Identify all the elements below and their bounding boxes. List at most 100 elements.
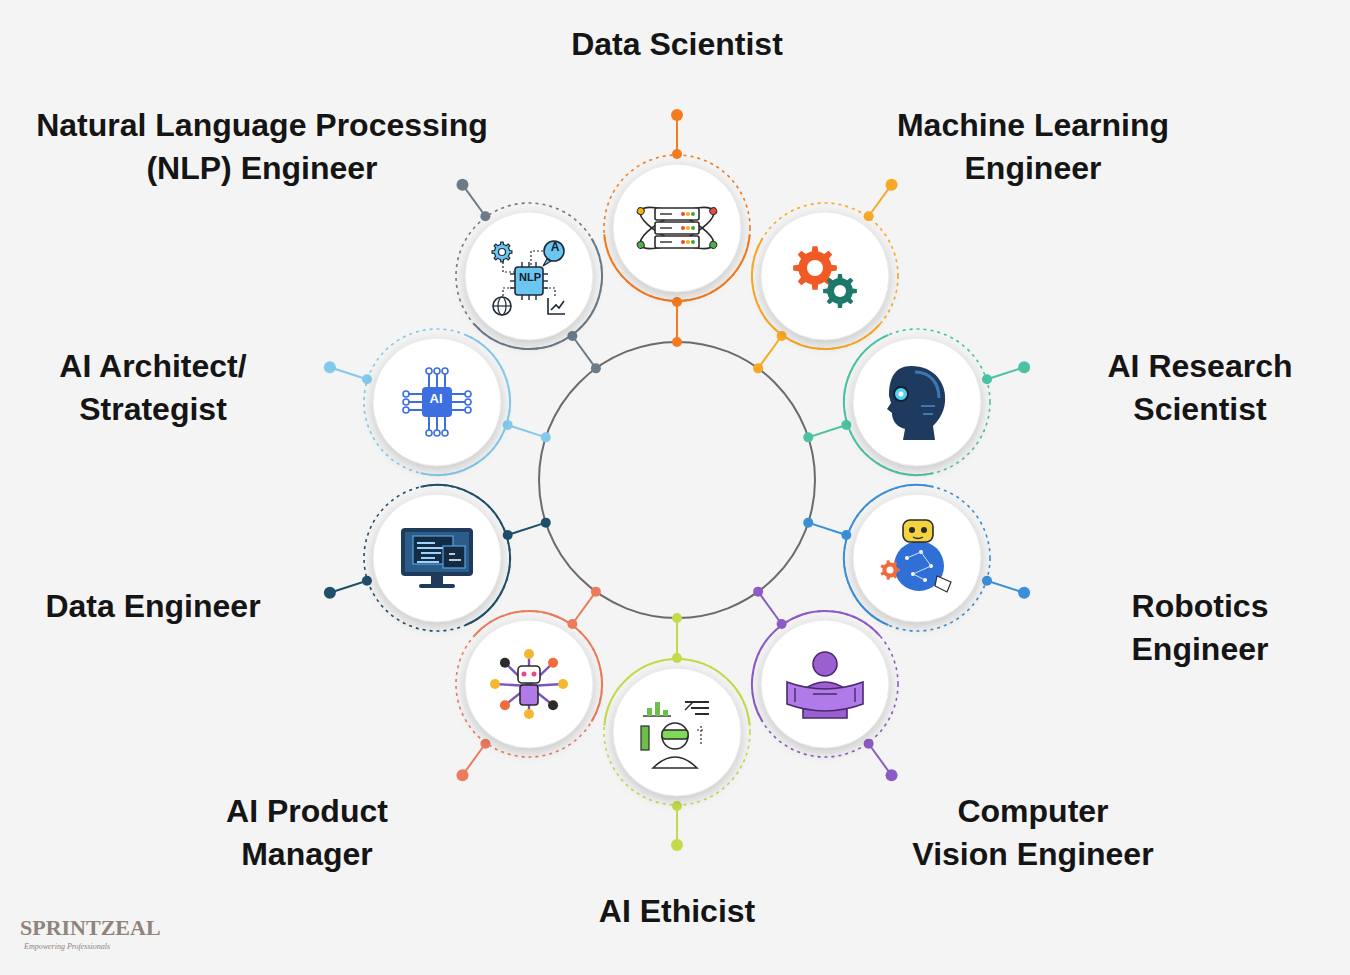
role-icon — [915, 372, 939, 398]
badge-disk — [761, 212, 889, 340]
role-icon — [813, 652, 837, 676]
role-icon — [641, 702, 709, 768]
role-icon — [419, 584, 455, 588]
role-badge — [597, 148, 757, 308]
role-node: AI Ethicist — [597, 652, 757, 812]
role-icon — [409, 409, 422, 411]
role-icon — [655, 208, 699, 220]
role-icon — [436, 374, 438, 387]
role-icon — [635, 199, 718, 256]
role-icon — [686, 212, 690, 216]
role-icon — [431, 576, 443, 584]
spoke-dot — [591, 363, 601, 373]
spoke-dot — [671, 109, 683, 121]
spoke-dot — [753, 363, 763, 373]
role-title: Robotics Engineer — [1100, 585, 1300, 671]
badge-ring — [752, 203, 898, 349]
spoke-dot — [982, 374, 992, 384]
spoke-dot — [591, 587, 601, 597]
role-icon — [465, 399, 471, 405]
role-icon — [795, 688, 855, 702]
role-icon — [524, 709, 534, 719]
role-label: AI Research Scientist — [1085, 345, 1315, 431]
role-node: Natural Language Processing (NLP) Engine… — [449, 196, 609, 356]
role-icon — [697, 726, 705, 746]
role-icon — [655, 222, 699, 234]
role-icon — [524, 649, 534, 659]
spoke-line — [676, 302, 678, 342]
spoke — [753, 179, 897, 374]
role-label: Computer Vision Engineer — [908, 790, 1157, 876]
role-icon — [444, 374, 446, 387]
role-icon — [417, 542, 435, 544]
badge-disk — [761, 620, 889, 748]
spoke-dot — [672, 801, 682, 811]
role-icon — [426, 368, 432, 374]
role-icon — [452, 393, 465, 395]
role-icon — [436, 417, 438, 430]
role-icon — [887, 366, 945, 440]
role-title: AI Ethicist — [527, 890, 827, 933]
role-icon — [641, 726, 649, 750]
role-icon — [403, 368, 471, 436]
badge-disk — [373, 338, 501, 466]
spoke-dot — [480, 211, 490, 221]
role-badge — [745, 196, 905, 356]
label-holder: Empowering Professionals — [24, 943, 110, 952]
role-icon — [834, 285, 846, 297]
role-icon — [663, 710, 668, 716]
role-icon — [428, 374, 430, 387]
spoke-dot — [886, 769, 898, 781]
spoke-dot — [541, 432, 551, 442]
role-icon — [548, 700, 558, 710]
role-icon — [886, 566, 893, 573]
role-icon — [520, 685, 538, 705]
role-icon — [493, 306, 511, 307]
role-icon — [443, 546, 465, 568]
role-icon — [465, 407, 471, 413]
spoke — [324, 361, 551, 442]
spoke-dot — [1018, 361, 1030, 373]
role-icon — [449, 554, 461, 560]
role-icon — [421, 552, 441, 554]
role-icon — [500, 658, 510, 668]
role-icon — [465, 391, 471, 397]
role-icon — [434, 430, 440, 436]
spoke-dot — [671, 839, 683, 851]
role-icon — [709, 206, 718, 215]
role-icon — [660, 241, 672, 242]
role-node: Machine Learning Engineer — [745, 196, 905, 356]
role-icon — [691, 226, 695, 230]
badge-ring — [604, 155, 750, 301]
role-icon — [421, 557, 435, 559]
role-badge — [837, 478, 997, 638]
spoke-dot — [982, 576, 992, 586]
role-icon — [887, 366, 945, 440]
role-icon — [686, 226, 690, 230]
spoke-dot — [672, 613, 682, 623]
role-icon — [493, 297, 511, 315]
badge-ring — [844, 329, 990, 475]
role-title: AI Research Scientist — [1085, 345, 1315, 431]
role-title: Data Scientist — [497, 23, 857, 66]
role-icon — [442, 430, 448, 436]
role-node: Data Scientist — [597, 148, 757, 308]
role-icon — [558, 679, 568, 689]
role-icon — [515, 267, 543, 295]
role-badge — [449, 196, 609, 356]
role-node: AI Product Manager — [449, 604, 609, 764]
role-badge — [597, 652, 757, 812]
role-icon — [492, 241, 565, 315]
role-icon — [544, 241, 564, 261]
role-icon — [662, 723, 688, 749]
role-title: AI Architect/ Strategist — [33, 345, 273, 431]
spoke-line — [572, 592, 596, 624]
role-node: AI Architect/ Strategist — [357, 322, 517, 482]
role-label: Robotics Engineer — [1100, 585, 1300, 671]
role-icon — [521, 671, 526, 676]
role-icon — [551, 301, 564, 310]
spoke — [803, 518, 1030, 599]
spoke — [803, 361, 1030, 442]
role-badge — [449, 604, 609, 764]
role-icon — [691, 212, 695, 216]
